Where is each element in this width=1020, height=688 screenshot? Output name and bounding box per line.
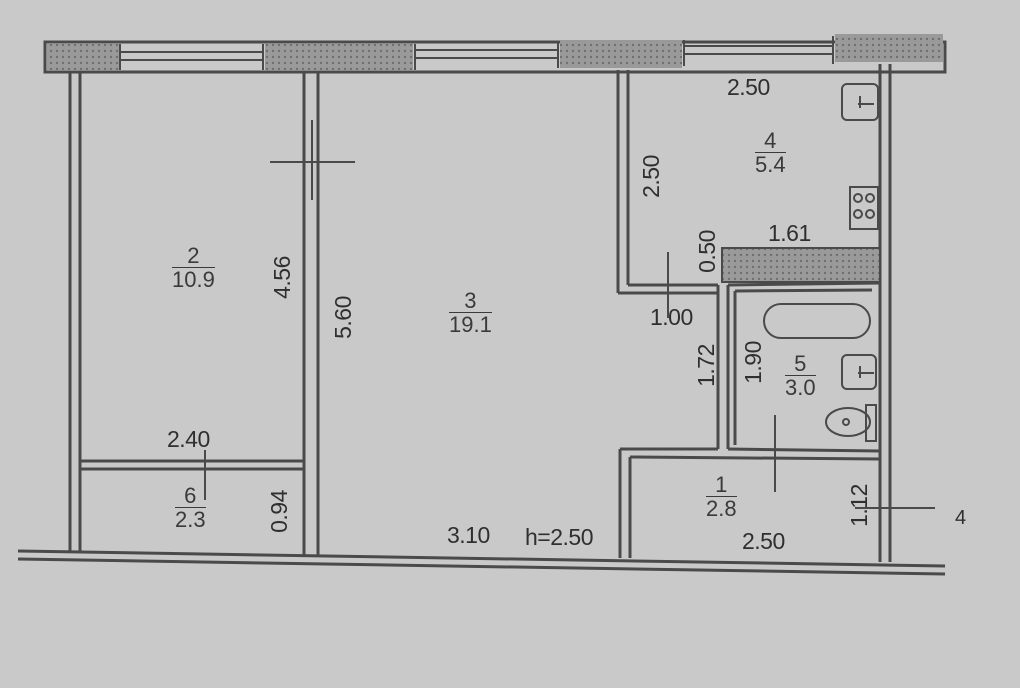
bottom-wall xyxy=(17,549,946,576)
room-number: 3 xyxy=(449,289,492,314)
room-area: 19.1 xyxy=(449,312,492,338)
room-area: 3.0 xyxy=(785,375,816,401)
stove-icon xyxy=(849,186,879,230)
room-4-label: 4 5.4 xyxy=(755,129,786,176)
room-area: 2.8 xyxy=(706,496,737,522)
facade-wall xyxy=(43,34,947,74)
dimension-bedroom-length: 4.56 xyxy=(268,256,295,299)
dimension-kitchen-depth: 2.50 xyxy=(637,155,664,198)
hatched-partition xyxy=(721,247,881,283)
room-number: 4 xyxy=(755,129,786,154)
bathtub-icon xyxy=(763,303,871,339)
room-area: 10.9 xyxy=(172,267,215,293)
room-3-label: 3 19.1 xyxy=(449,289,492,336)
dimension-partition-depth: 0.50 xyxy=(693,230,720,273)
room-number: 6 xyxy=(175,484,206,509)
dimension-living-length: 5.60 xyxy=(329,296,356,339)
dimension-hall-width: 2.50 xyxy=(742,528,785,554)
dimension-doorway-width: 1.00 xyxy=(650,304,693,330)
toilet-icon xyxy=(825,404,877,442)
dimension-living-width: 3.10 xyxy=(447,522,490,548)
dimension-bedroom-width: 2.40 xyxy=(167,426,210,452)
dimension-storage-depth: 0.94 xyxy=(265,490,292,533)
callout-number: 4 xyxy=(955,507,966,529)
room-number: 1 xyxy=(706,473,737,498)
ceiling-height: h=2.50 xyxy=(525,524,594,550)
interior-walls xyxy=(68,64,892,562)
dimension-bathroom-length: 1.90 xyxy=(739,341,766,384)
dimension-kitchen-width: 2.50 xyxy=(727,74,770,100)
room-area: 2.3 xyxy=(175,507,206,533)
sink-icon xyxy=(841,354,877,390)
dimension-partition-length: 1.61 xyxy=(768,220,811,246)
room-number: 5 xyxy=(785,352,816,377)
room-2-label: 2 10.9 xyxy=(172,244,215,291)
dimension-corridor-length: 1.72 xyxy=(692,344,719,387)
door-marks xyxy=(204,120,935,509)
room-6-label: 6 2.3 xyxy=(175,484,206,531)
room-1-label: 1 2.8 xyxy=(706,473,737,520)
room-number: 2 xyxy=(172,244,215,269)
room-area: 5.4 xyxy=(755,152,786,178)
room-5-label: 5 3.0 xyxy=(785,352,816,399)
sink-icon xyxy=(841,83,879,121)
dimension-hall-depth: 1.12 xyxy=(845,484,872,527)
